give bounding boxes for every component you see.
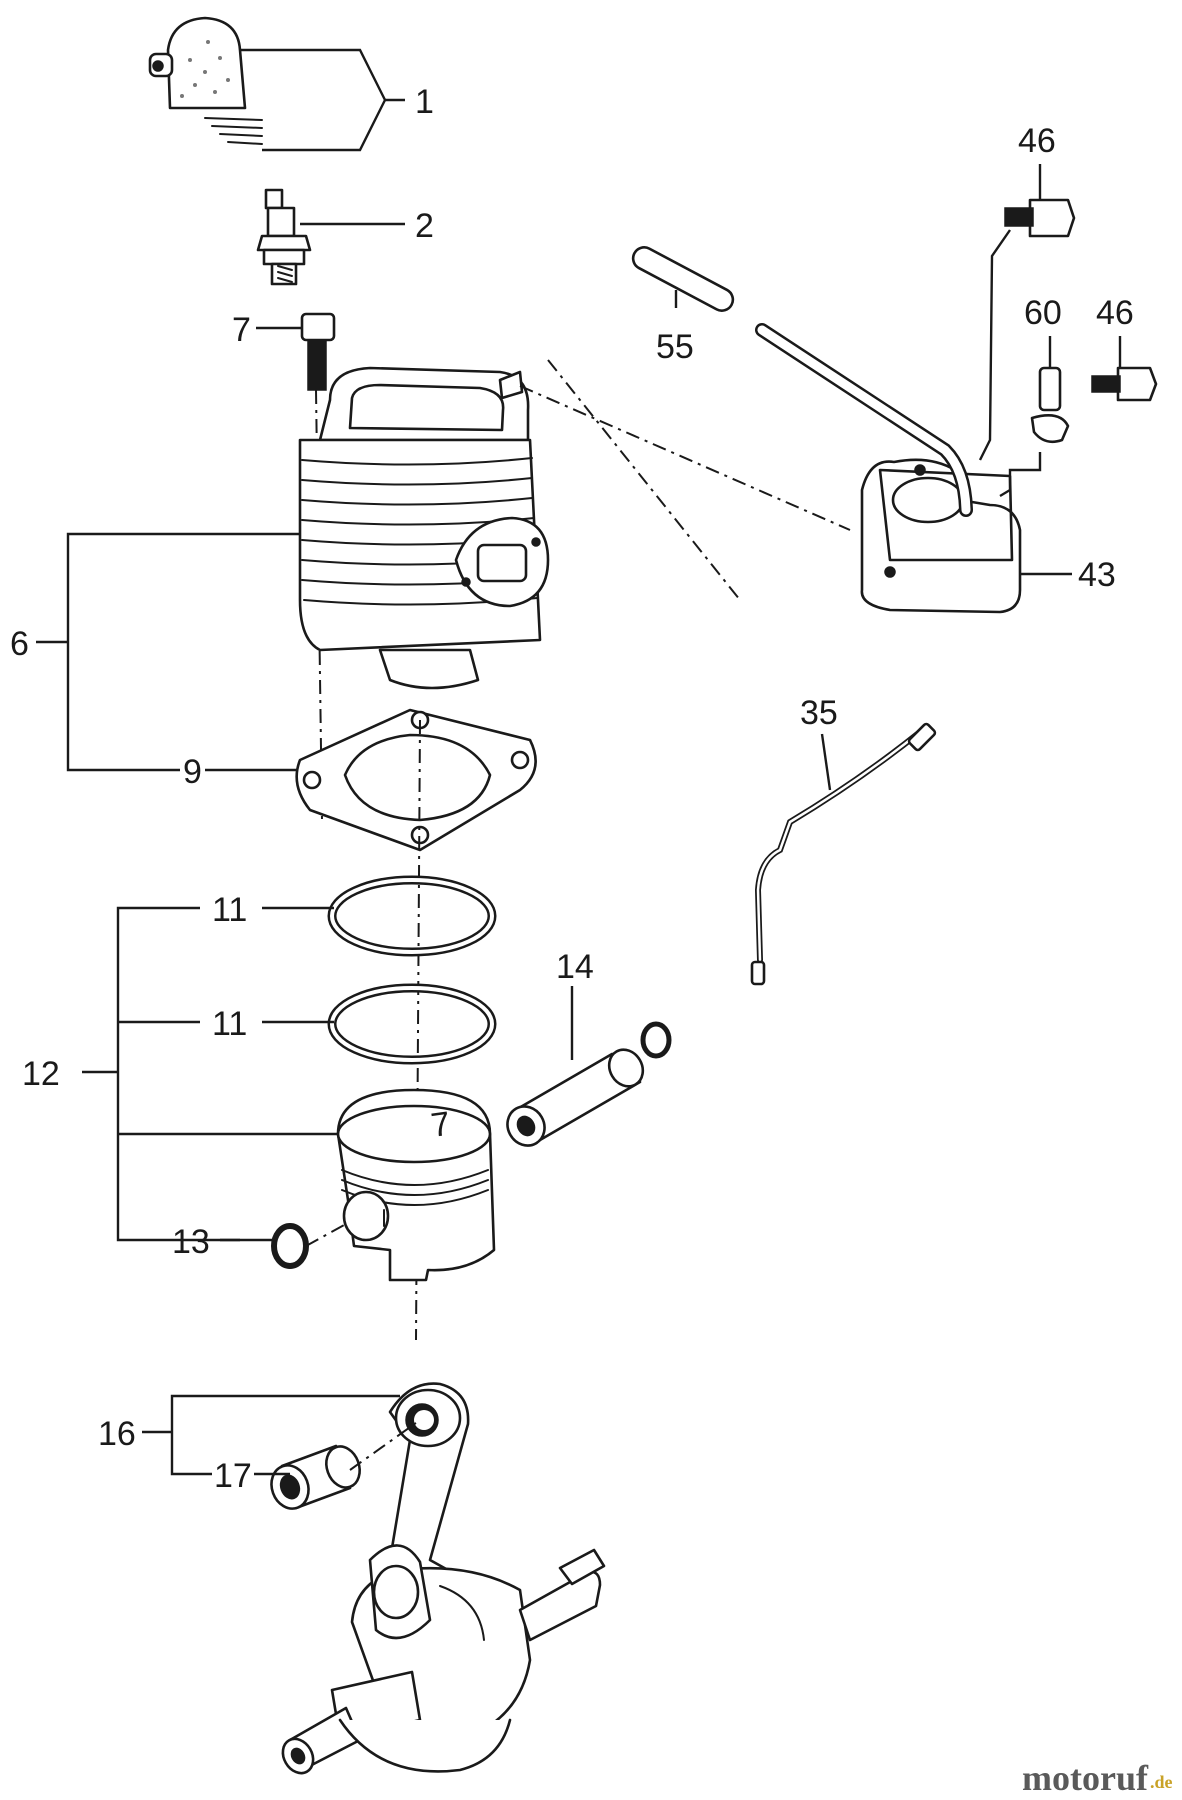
ignition-coil <box>860 458 1022 614</box>
short-circuit-wire <box>750 722 937 986</box>
ignition-cable <box>755 323 973 517</box>
needle-bearing <box>270 1444 361 1510</box>
cylinder-gasket <box>295 708 537 852</box>
piston-pin <box>506 1048 645 1147</box>
cable-sleeve <box>631 246 735 312</box>
piston-ring-upper <box>327 875 497 957</box>
callout-13: 13 <box>172 1223 210 1261</box>
retainer-clip <box>1030 366 1070 444</box>
svg-text:motoruf: motoruf <box>1022 1758 1149 1798</box>
watermark-logo: motoruf .de <box>1022 1758 1173 1798</box>
callout-35: 35 <box>800 694 838 732</box>
callout-14: 14 <box>556 948 594 986</box>
cylinder-bolt <box>300 312 336 391</box>
spark-plug <box>256 188 312 286</box>
callout-60: 60 <box>1024 294 1062 332</box>
coil-bolt-upper <box>1004 198 1076 238</box>
piston: 7 <box>336 1088 496 1282</box>
callout-6: 6 <box>10 625 29 663</box>
callout-11-lower: 11 <box>212 1005 247 1043</box>
svg-text:.de: .de <box>1150 1772 1173 1792</box>
piston-pin-circlip <box>271 1223 309 1269</box>
cylinder <box>298 366 550 690</box>
piston-ring-lower <box>327 983 497 1065</box>
callout-17: 17 <box>214 1457 252 1495</box>
callout-46-lower: 46 <box>1096 294 1134 332</box>
spark-plug-cap <box>148 16 263 145</box>
callout-43: 43 <box>1078 556 1116 594</box>
callout-12: 12 <box>22 1055 60 1093</box>
callout-46-upper: 46 <box>1018 122 1056 160</box>
coil-bolt-lower <box>1091 366 1158 402</box>
callout-1: 1 <box>415 83 434 121</box>
connecting-rod-crankshaft <box>281 1382 606 1775</box>
callout-7: 7 <box>232 311 251 349</box>
callout-11-upper: 11 <box>212 891 247 929</box>
callout-16: 16 <box>98 1415 136 1453</box>
callout-55: 55 <box>656 328 694 366</box>
callout-2: 2 <box>415 207 434 245</box>
callout-9: 9 <box>183 753 202 791</box>
piston-pin-clip <box>640 1021 672 1059</box>
